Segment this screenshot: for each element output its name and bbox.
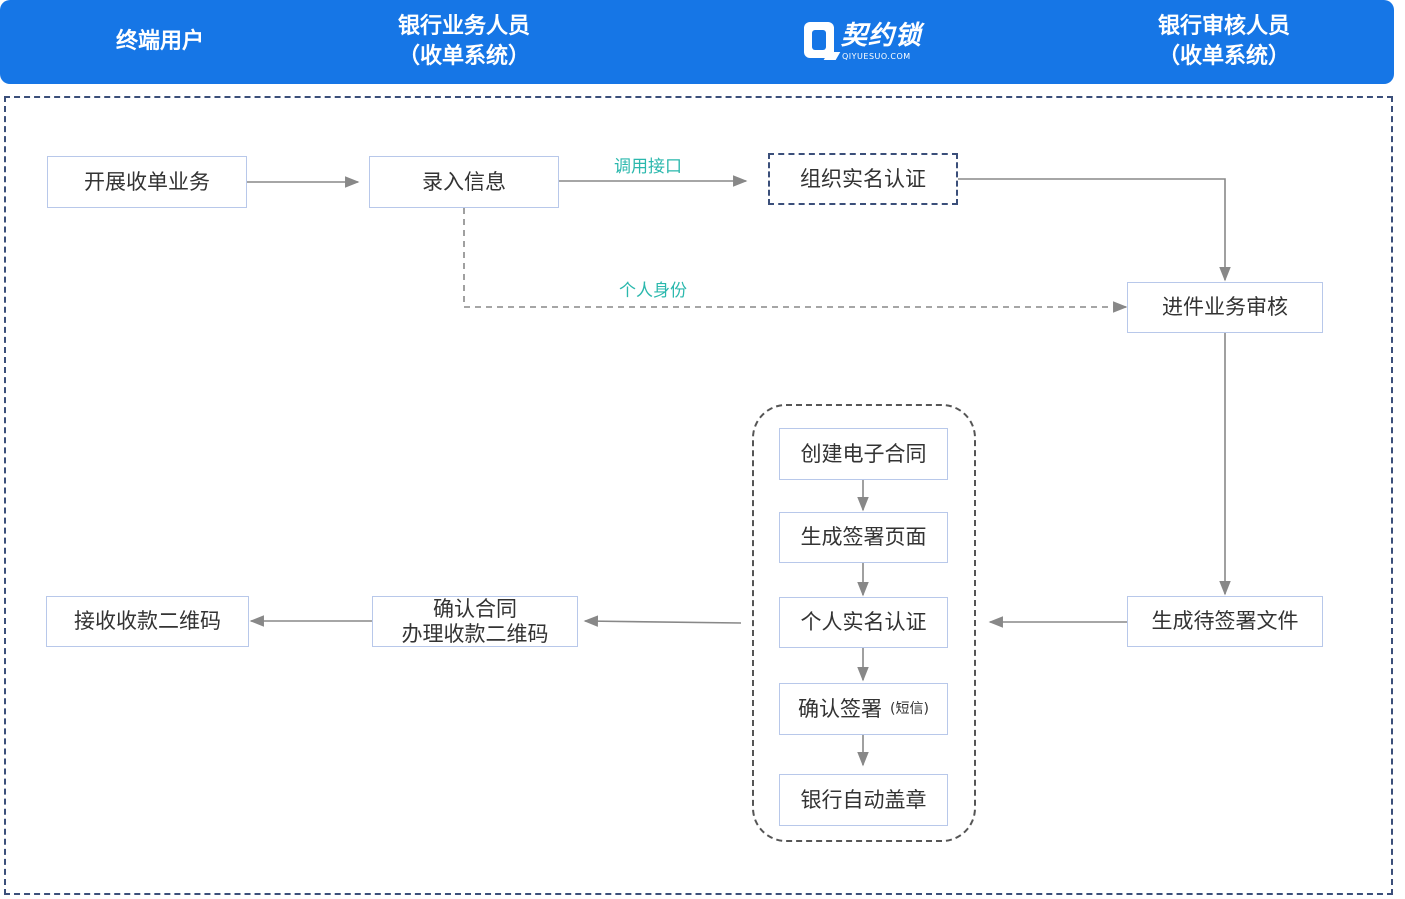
node-confirm-sign: 确认签署 (短信) [779,683,948,735]
qiyuesuo-logo: 契约锁 QIYUESUO.COM [800,20,930,64]
node-org-auth: 组织实名认证 [768,153,958,205]
confirm-sign-note: (短信) [890,700,929,717]
lane-bank-staff: 银行业务人员 （收单系统） [397,14,530,69]
logo-icon [804,22,834,58]
node-confirm-contract: 确认合同 办理收款二维码 [372,596,578,647]
node-gen-file: 生成待签署文件 [1127,596,1323,647]
confirm-sign-label: 确认签署 [798,696,883,721]
lane-bank-reviewer: 银行审核人员 （收单系统） [1157,14,1290,69]
node-enter-info: 录入信息 [369,156,559,208]
diagram-frame [4,96,1393,895]
lane-header: 终端用户 银行业务人员 （收单系统） 契约锁 QIYUESUO.COM 银行审核… [0,0,1394,84]
node-review: 进件业务审核 [1127,282,1323,333]
edge-label-personal-identity: 个人身份 [619,281,687,301]
node-gen-sign-page: 生成签署页面 [779,512,948,563]
node-create-contract: 创建电子合同 [779,428,948,480]
edge-label-api-call: 调用接口 [614,157,682,177]
node-personal-auth: 个人实名认证 [779,597,948,648]
edge-group-to-confirm-contract [583,615,742,627]
logo-name: 契约锁 [841,21,923,51]
node-receive-qr: 接收收款二维码 [46,596,249,647]
lane-end-user: 终端用户 [115,29,204,54]
logo-subtitle: QIYUESUO.COM [842,52,911,61]
edge-enter-to-review-dashed [463,208,1128,313]
node-start-acquiring: 开展收单业务 [47,156,247,208]
signing-process-group [752,404,976,842]
node-bank-seal: 银行自动盖章 [779,774,948,826]
edge-org-auth-to-review [958,178,1231,282]
